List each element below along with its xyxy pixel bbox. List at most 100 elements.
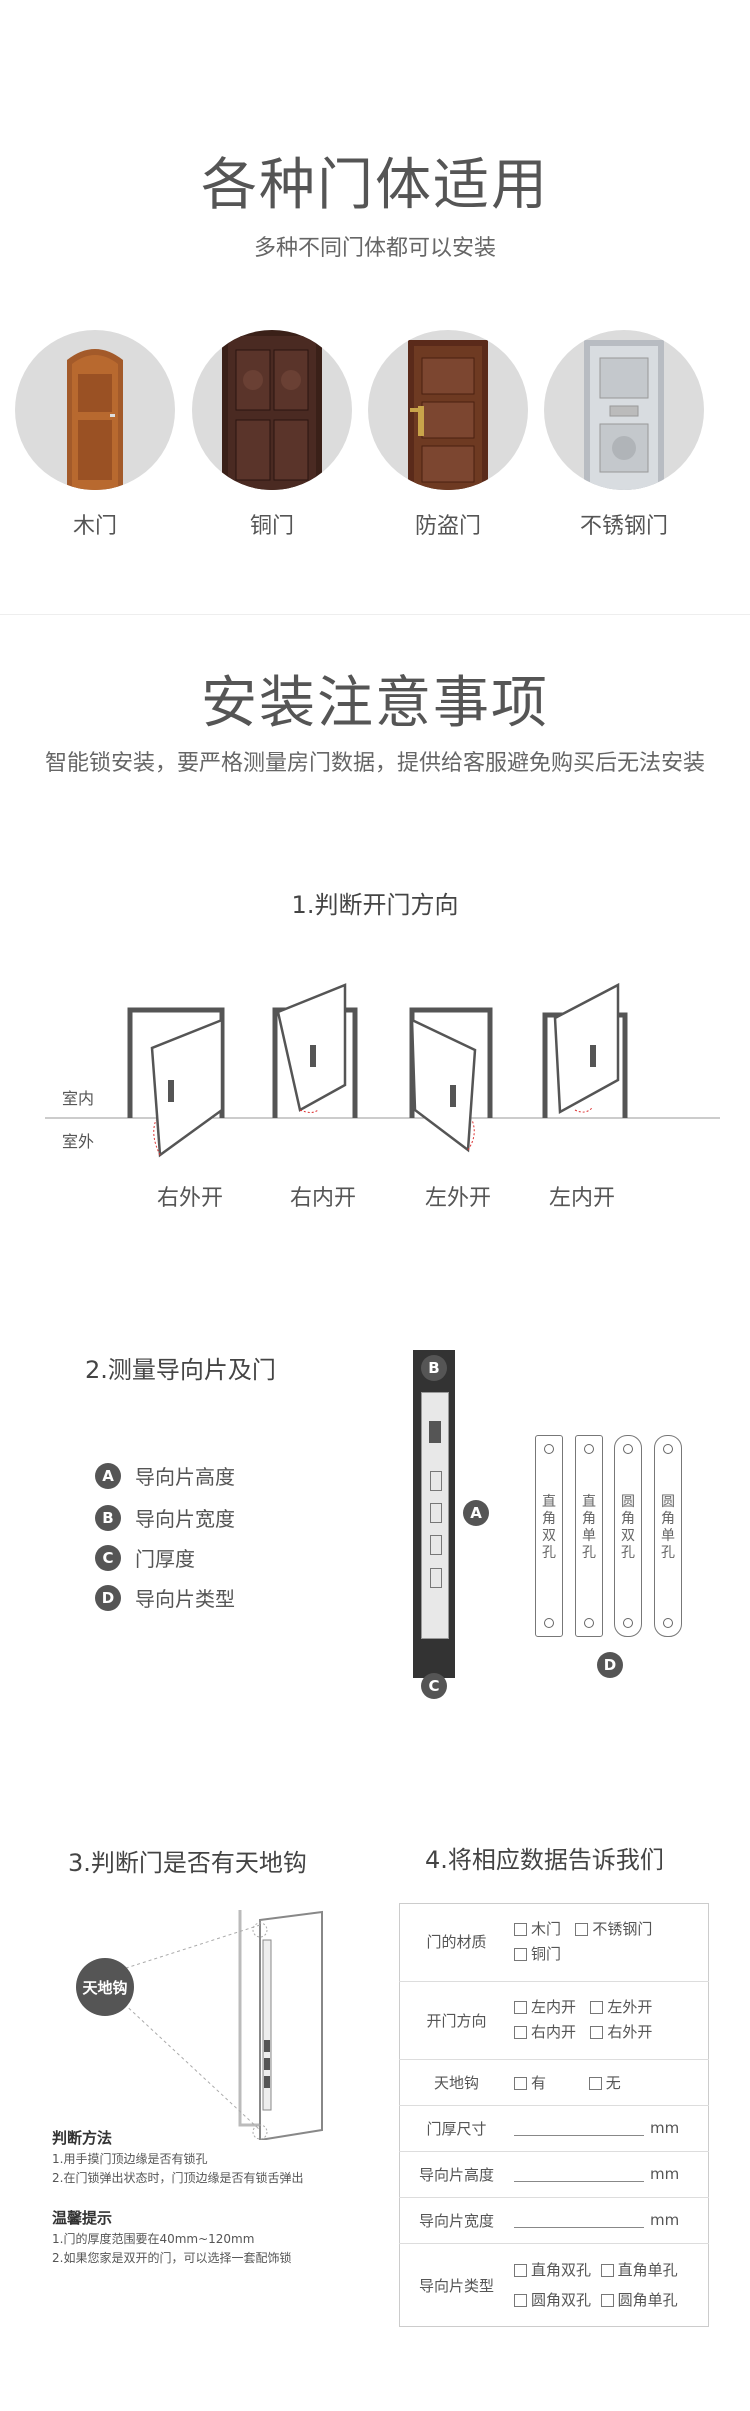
plate-label-round-double: 圆角双孔 [621,1494,635,1561]
checkbox [590,2026,604,2039]
option-left-in[interactable]: 左内开 [514,1995,576,2020]
direction-label-right-out: 右外开 [156,1186,223,1211]
option-square-single[interactable]: 直角单孔 [600,2255,678,2285]
door-type-security: 防盗门 [363,330,533,540]
option-square-double[interactable]: 直角双孔 [514,2255,591,2285]
wood-door-image [15,330,175,490]
checkbox [600,2264,614,2278]
checkbox [575,1922,589,1936]
form-row-guide-type: 导向片类型 直角双孔 直角单孔 圆角双孔 圆角单孔 [399,2243,709,2327]
form-label-guide-type: 导向片类型 [418,2276,494,2295]
checkbox [588,2076,602,2090]
unit-mm: mm [650,2165,680,2183]
marker-a: A [463,1500,489,1526]
door-left-outward-icon [409,1007,493,1153]
unit-mm: mm [650,2119,680,2137]
form-row-guide-width: 导向片宽度 mm [399,2197,709,2244]
form-row-thickness: 门厚尺寸 mm [399,2105,709,2152]
step3-title: 3.判断门是否有天地钩 [68,1849,307,1877]
door-right-outward-icon [127,1007,225,1158]
lock-body-diagram [413,1350,455,1678]
checkbox [514,2026,527,2039]
form-row-guide-height: 导向片高度 mm [399,2151,709,2198]
door-direction-diagram [45,982,720,1158]
tips-line-2: 2.如果您家是双开的门，可以选择一套配饰锁 [52,2251,292,2265]
method-title: 判断方法 [52,2129,113,2147]
legend-label-b: 导向片宽度 [135,1507,235,1531]
security-door-image [368,330,528,490]
form-label-hook: 天地钩 [399,2059,514,2106]
option-round-single[interactable]: 圆角单孔 [600,2285,678,2315]
option-steel[interactable]: 不锈钢门 [575,1917,652,1942]
marker-d: D [597,1652,623,1678]
plate-label-square-single: 直角单孔 [582,1494,596,1561]
form-label-thickness: 门厚尺寸 [399,2105,514,2152]
plate-label-square-double: 直角双孔 [542,1494,556,1561]
option-copper[interactable]: 铜门 [514,1942,561,1967]
legend-b: B 导向片宽度 [95,1503,235,1532]
checkbox [514,2294,527,2308]
steel-door-image [544,330,704,490]
legend-label-a: 导向片高度 [135,1465,235,1489]
checkbox [514,2264,527,2278]
door-label-security: 防盗门 [414,514,481,539]
outdoor-label: 室外 [62,1132,95,1151]
option-hook-yes[interactable]: 有 [514,2072,546,2093]
step1-title: 1.判断开门方向 [291,891,459,919]
form-label-guide-width: 导向片宽度 [399,2197,514,2244]
option-right-out[interactable]: 右外开 [590,2020,652,2045]
checkbox [590,2001,604,2014]
guide-plate-diagram [421,1392,449,1639]
plate-square-double: 直角双孔 [535,1435,563,1637]
checkbox [600,2294,614,2308]
form-row-direction: 开门方向 左内开 左外开 右内开 右外开 [399,1981,709,2060]
form-row-material: 门的材质 木门 不锈钢门 铜门 [399,1903,709,1982]
method-line-1: 1.用手摸门顶边缘是否有锁孔 [52,2152,208,2166]
tips-title: 温馨提示 [52,2209,113,2227]
checkbox [514,2001,527,2014]
plate-round-double: 圆角双孔 [614,1435,642,1637]
checkbox [514,1947,527,1961]
legend-label-c: 门厚度 [135,1547,195,1571]
guide-width-input[interactable] [514,2213,644,2228]
section-subtitle-notes: 智能锁安装，要严格测量房门数据，提供给客服避免购买后无法安装 [44,751,705,776]
option-left-out[interactable]: 左外开 [590,1995,652,2020]
method-line-2: 2.在门锁弹出状态时，门顶边缘是否有锁舌弹出 [52,2171,304,2185]
legend-c: C 门厚度 [95,1543,195,1572]
door-label-copper: 铜门 [249,514,294,539]
section-title-notes: 安装注意事项 [201,671,549,736]
option-right-in[interactable]: 右内开 [514,2020,576,2045]
hook-badge: 天地钩 [76,1958,134,2016]
form-label-direction: 开门方向 [399,1981,514,2060]
direction-label-left-out: 左外开 [424,1186,491,1211]
marker-b: B [421,1355,447,1381]
section-subtitle-door-types: 多种不同门体都可以安装 [253,236,496,261]
copper-door-image [192,330,352,490]
plate-round-single: 圆角单孔 [654,1435,682,1637]
marker-c: C [421,1673,447,1699]
checkbox [514,1922,527,1936]
door-left-inward-icon [542,982,628,1118]
section-title-door-types: 各种门体适用 [201,153,549,218]
form-row-hook: 天地钩 有 无 [399,2059,709,2106]
tips-line-1: 1.门的厚度范围要在40mm~120mm [52,2232,255,2246]
section-divider [0,614,750,615]
plate-label-round-single: 圆角单孔 [661,1494,675,1561]
option-hook-no[interactable]: 无 [588,2072,621,2093]
direction-label-left-in: 左内开 [548,1186,615,1211]
door-label-steel: 不锈钢门 [579,514,668,539]
info-form: 门的材质 木门 不锈钢门 铜门 开门方向 左内开 左外开 右内开 右外开 天地钩… [399,1903,709,2327]
door-right-inward-icon [272,983,358,1118]
thickness-input[interactable] [514,2121,644,2136]
legend-badge-b: B [95,1504,121,1531]
step2-title: 2.测量导向片及门 [85,1356,276,1384]
hook-door-diagram [119,1910,323,2140]
door-label-wood: 木门 [72,514,117,539]
indoor-label: 室内 [62,1089,95,1108]
option-wood[interactable]: 木门 [514,1917,561,1942]
legend-badge-c: C [95,1544,121,1571]
option-round-double[interactable]: 圆角双孔 [514,2285,591,2315]
guide-height-input[interactable] [514,2167,644,2182]
legend-badge-d: D [95,1584,121,1611]
